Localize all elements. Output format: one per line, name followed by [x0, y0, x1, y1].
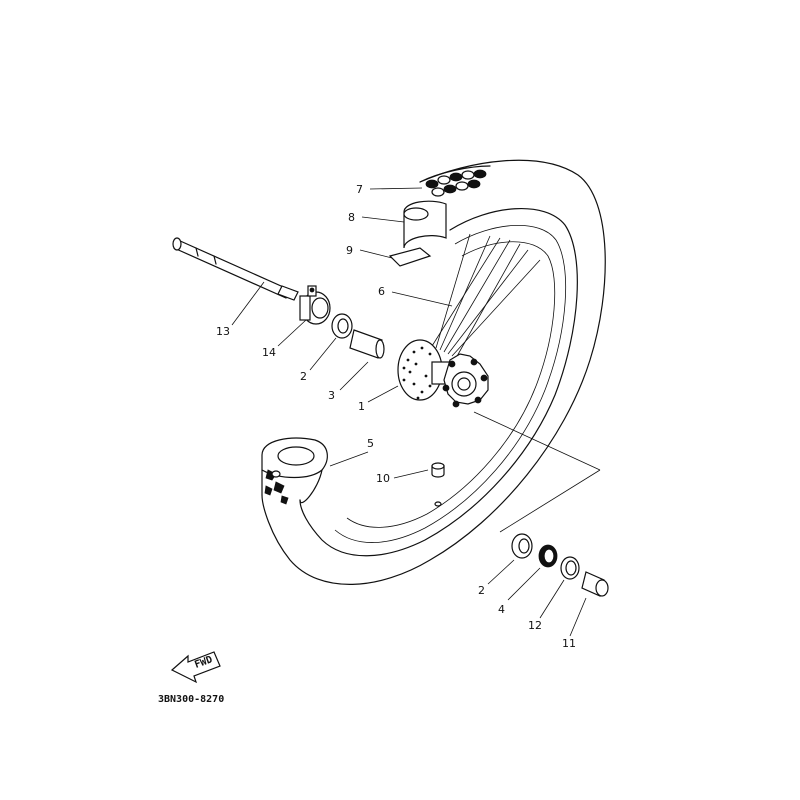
tire [261, 159, 606, 585]
callout-2-lower: 2 [478, 584, 485, 597]
callout-8: 8 [348, 211, 355, 224]
tread-pattern-top [419, 165, 491, 197]
callout-7: 7 [356, 183, 363, 196]
tire-cut-section [261, 437, 328, 505]
leader-lines [231, 187, 587, 637]
callout-13: 13 [216, 325, 230, 338]
callout-9: 9 [346, 244, 353, 257]
hub-assembly [397, 339, 489, 408]
bearing-upper [331, 313, 353, 339]
callout-6: 6 [378, 285, 385, 298]
callout-5: 5 [367, 437, 374, 450]
callout-2-upper: 2 [300, 370, 307, 383]
speedometer-gear-unit [299, 285, 331, 325]
callout-4: 4 [498, 603, 505, 616]
spacer [349, 329, 385, 359]
oil-seal [538, 544, 558, 568]
valve-cap [431, 462, 445, 507]
spokes [431, 233, 541, 359]
callout-10: 10 [376, 472, 390, 485]
inner-tube [403, 200, 447, 249]
forward-arrow-icon: FWD [170, 651, 221, 684]
wheel-spacer [581, 571, 609, 597]
drawing-code: 3BN300-8270 [158, 694, 224, 705]
rim-band [388, 247, 432, 267]
collar [560, 556, 580, 580]
callout-labels: 7 8 9 6 13 14 2 3 1 5 10 2 4 12 11 [216, 183, 576, 650]
callout-3: 3 [328, 389, 335, 402]
assembly-guide-lines [473, 411, 601, 533]
callout-12: 12 [528, 619, 542, 632]
bearing-lower [511, 533, 533, 559]
callout-14: 14 [262, 346, 276, 359]
axle [172, 237, 299, 301]
callout-11: 11 [562, 637, 576, 650]
callout-1: 1 [358, 400, 365, 413]
